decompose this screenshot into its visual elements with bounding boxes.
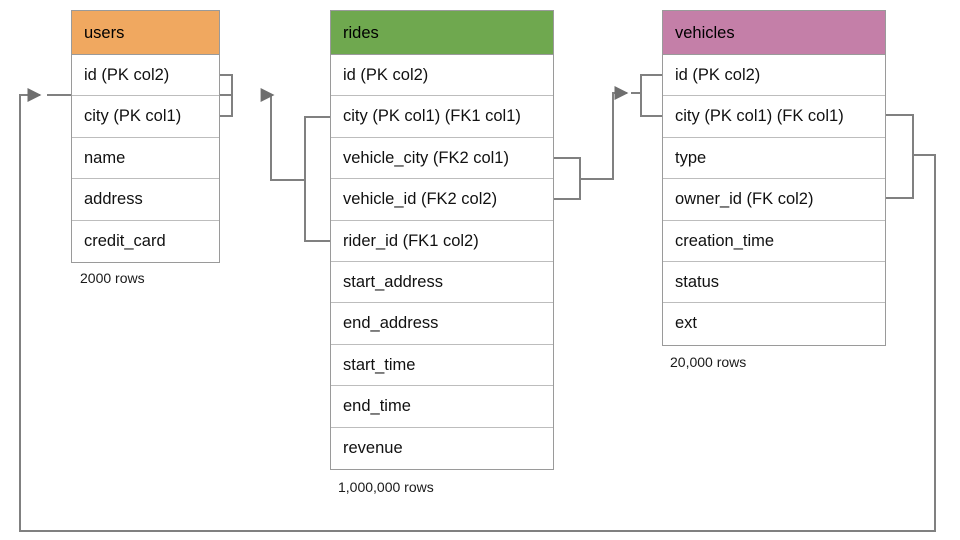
field-vehicles-creation-time[interactable]: creation_time: [663, 221, 885, 262]
field-users-address[interactable]: address: [72, 179, 219, 221]
field-rides-revenue[interactable]: revenue: [343, 438, 403, 457]
table-header-rides: rides: [331, 11, 553, 55]
field-vehicles-id[interactable]: id (PK col2): [663, 55, 885, 97]
field-vehicles-ext[interactable]: ext: [675, 314, 698, 333]
connector-fk1-rides-to-users: [260, 88, 330, 242]
field-rides-vehicle-id[interactable]: vehicle_id (FK2 col2): [331, 179, 553, 221]
field-rides-id[interactable]: id (PK col2): [331, 55, 553, 97]
table-header-vehicles: vehicles: [663, 11, 885, 55]
field-vehicles-type[interactable]: type: [663, 138, 885, 180]
field-vehicles-status[interactable]: status: [663, 262, 885, 304]
field-users-id[interactable]: id (PK col2): [72, 55, 219, 97]
field-users-name[interactable]: name: [72, 138, 219, 180]
entity-table-rides[interactable]: rides id (PK col2) city (PK col1) (FK1 c…: [330, 10, 554, 470]
field-rides-start-time[interactable]: start_time: [331, 345, 553, 387]
entity-table-vehicles[interactable]: vehicles id (PK col2) city (PK col1) (FK…: [662, 10, 886, 346]
field-rides-start-address[interactable]: start_address: [331, 262, 553, 304]
field-rides-city[interactable]: city (PK col1) (FK1 col1): [331, 96, 553, 138]
field-users-credit-card[interactable]: credit_card: [84, 231, 166, 250]
row-count-users: 2000 rows: [80, 270, 145, 286]
row-count-vehicles: 20,000 rows: [670, 354, 747, 370]
field-vehicles-city[interactable]: city (PK col1) (FK col1): [663, 96, 885, 138]
connector-vehicles-pk-bracket: [631, 74, 662, 117]
field-rides-rider-id[interactable]: rider_id (FK1 col2): [331, 221, 553, 262]
field-rides-vehicle-city[interactable]: vehicle_city (FK2 col1): [331, 138, 553, 180]
row-count-rides: 1,000,000 rows: [338, 479, 434, 495]
table-header-users: users: [72, 11, 219, 55]
entity-table-users[interactable]: users id (PK col2) city (PK col1) name a…: [71, 10, 220, 263]
field-rides-end-address[interactable]: end_address: [331, 303, 553, 345]
field-rides-end-time[interactable]: end_time: [331, 386, 553, 428]
field-users-city[interactable]: city (PK col1): [72, 96, 219, 138]
field-vehicles-owner-id[interactable]: owner_id (FK col2): [663, 179, 885, 221]
connector-fk2-rides-to-vehicles: [554, 86, 629, 200]
